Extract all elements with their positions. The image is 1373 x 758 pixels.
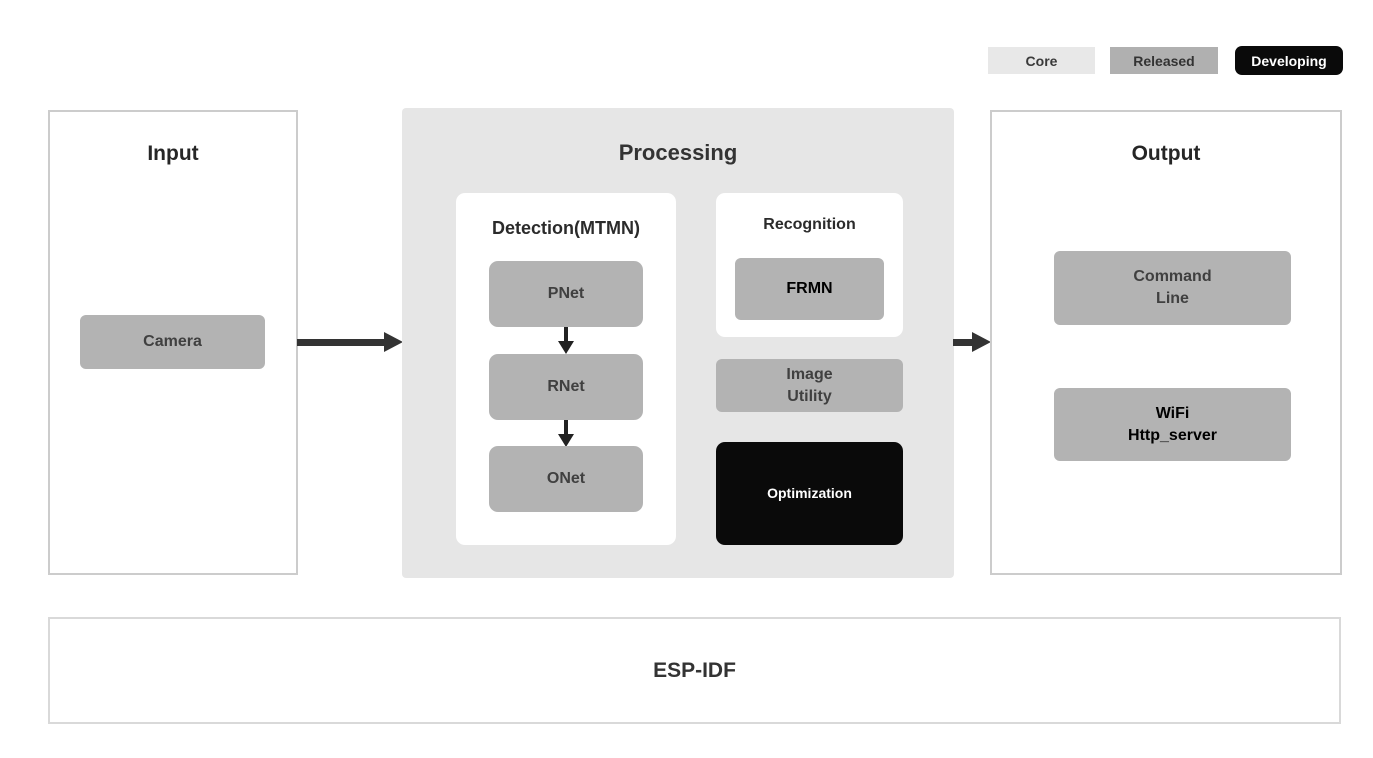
optimization-node: Optimization (716, 442, 903, 545)
command-line-node: Command Line (1054, 251, 1291, 325)
input-title: Input (147, 142, 199, 165)
frmn-node: FRMN (735, 258, 884, 320)
arrow-shaft (564, 327, 568, 342)
processing-title: Processing (618, 140, 738, 165)
recognition-title: Recognition (763, 216, 856, 233)
onet-node: ONet (489, 446, 643, 512)
arrow-shaft (564, 420, 568, 435)
legend-released: Released (1110, 47, 1218, 74)
arrow-head (558, 434, 574, 447)
arrow-processing-to-output (953, 332, 991, 352)
pnet-node: PNet (489, 261, 643, 327)
arrow-input-to-processing (297, 332, 403, 352)
camera-node: Camera (80, 315, 265, 369)
detection-title: Detection(MTMN) (492, 218, 640, 238)
output-panel: Output (990, 110, 1342, 575)
image-utility-node: Image Utility (716, 359, 903, 412)
legend-core: Core (988, 47, 1095, 74)
output-title: Output (1131, 142, 1201, 165)
esp-idf-title: ESP-IDF (653, 659, 736, 682)
arrow-shaft (953, 339, 975, 346)
arrow-head (972, 332, 991, 352)
wifi-http-server-node: WiFi Http_server (1054, 388, 1291, 461)
legend-developing: Developing (1235, 46, 1343, 75)
rnet-node: RNet (489, 354, 643, 420)
arrow-head (558, 341, 574, 354)
arrow-shaft (297, 339, 385, 346)
arrow-pnet-to-rnet (558, 327, 574, 354)
arrow-rnet-to-onet (558, 420, 574, 447)
arrow-head (384, 332, 403, 352)
esp-idf-panel: ESP-IDF (48, 617, 1341, 724)
